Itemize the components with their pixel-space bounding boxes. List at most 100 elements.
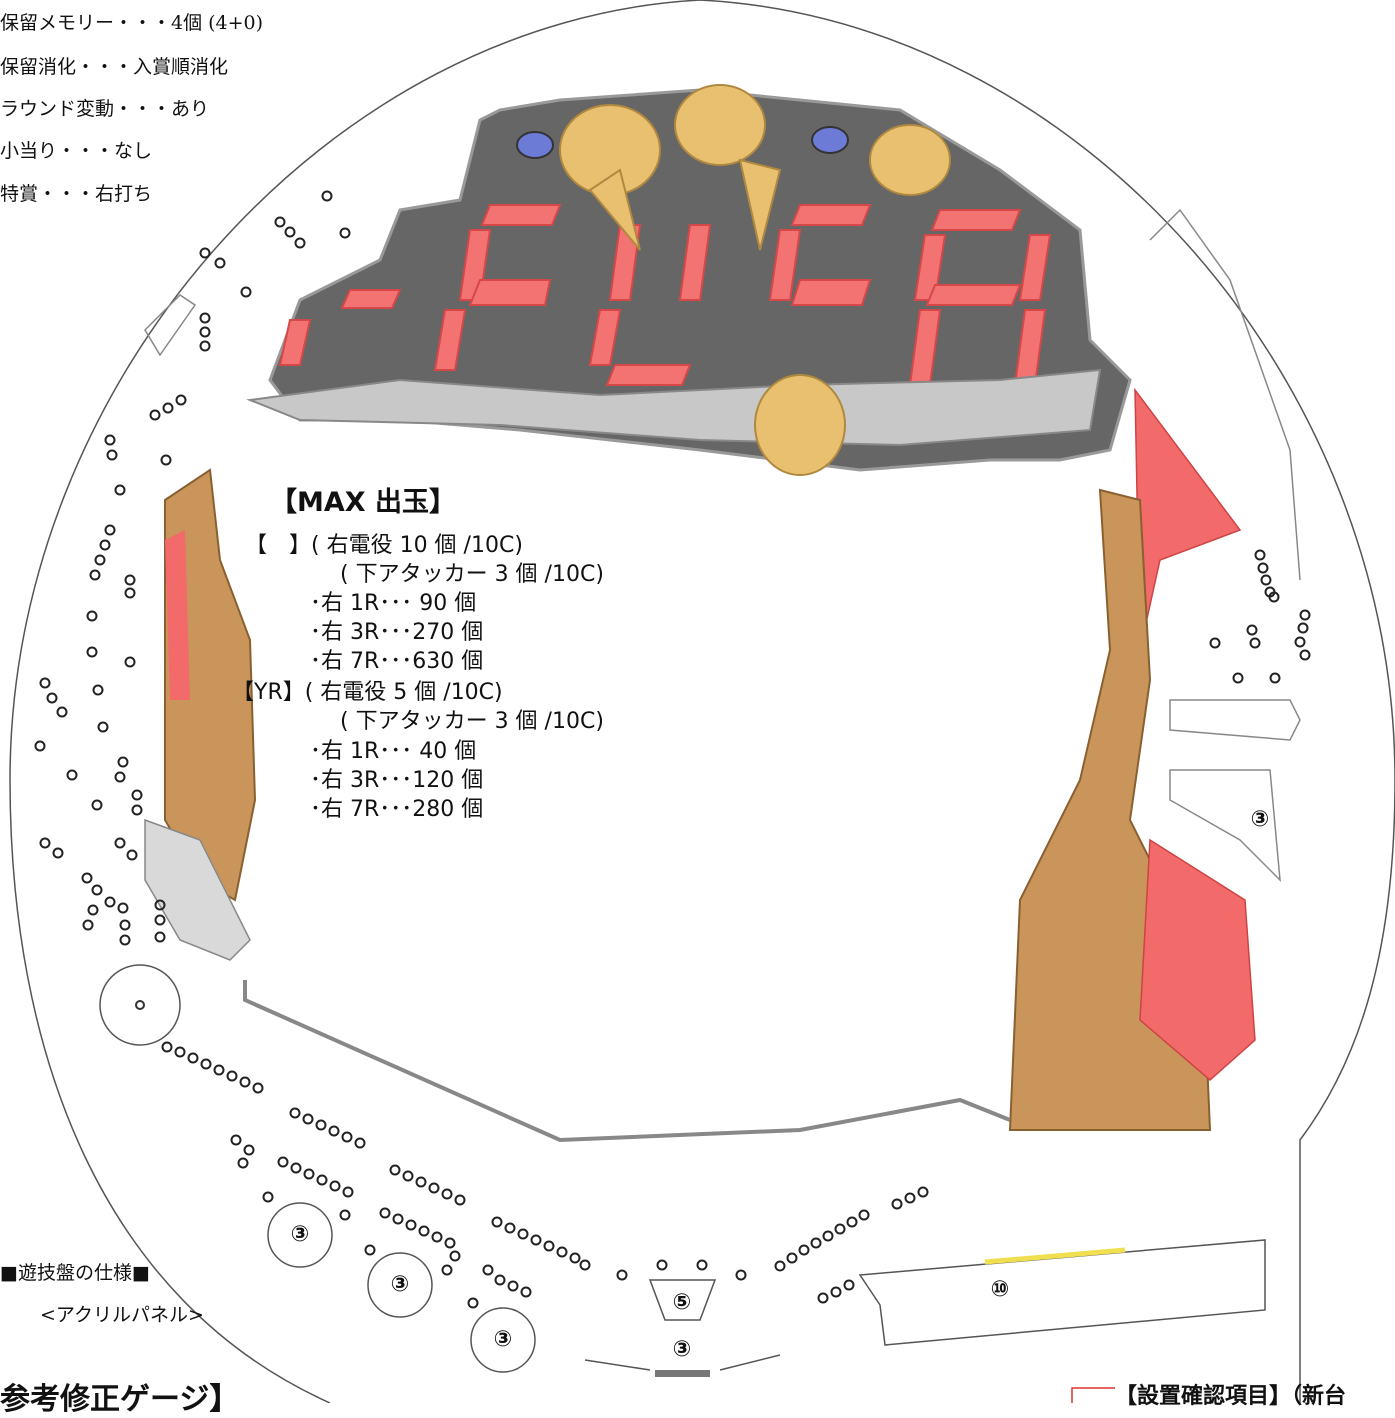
nail [1299, 609, 1311, 621]
nail [302, 1113, 314, 1125]
nail [131, 804, 143, 816]
right-red-panel-bottom [1139, 838, 1256, 1081]
nail [431, 1231, 443, 1243]
install-check-leader [1071, 1387, 1115, 1403]
nail [441, 1188, 453, 1200]
nail [1299, 649, 1311, 661]
nail [149, 409, 161, 421]
nail [315, 1119, 327, 1131]
nail [240, 286, 252, 298]
nail [87, 904, 99, 916]
nail [392, 1213, 404, 1225]
nail [104, 524, 116, 536]
nail [834, 1223, 846, 1235]
nail [449, 1250, 461, 1262]
nail [491, 1216, 503, 1228]
nail [798, 1244, 810, 1256]
nail [405, 1219, 417, 1231]
gold-claws [559, 84, 951, 476]
bottom-out-hole [655, 1370, 710, 1377]
nail [364, 1244, 376, 1256]
guide-rail [243, 980, 1011, 1143]
nail [339, 227, 351, 239]
pocket-circle-c [470, 1307, 536, 1373]
nail [843, 1279, 855, 1291]
max-line-3: ･右 1R･･･ 90 個 [310, 591, 477, 616]
nail [131, 789, 143, 801]
nail [328, 1125, 340, 1137]
nail [124, 587, 136, 599]
nail [154, 899, 166, 911]
nail [99, 539, 111, 551]
nail [342, 1186, 354, 1198]
nail [39, 677, 51, 689]
max-line-10: ･右 7R･･･280 個 [310, 797, 484, 822]
max-line-5: ･右 7R･･･630 個 [310, 649, 484, 674]
nail [1260, 574, 1272, 586]
pocket-label-out: ③ [672, 1337, 692, 1362]
spec-hold-consumption: 保留消化・・・入賞順消化 [0, 56, 229, 78]
left-red-panel [165, 530, 190, 700]
nail [402, 1170, 414, 1182]
nail [174, 1046, 186, 1058]
nail [56, 706, 68, 718]
windmill [99, 964, 181, 1046]
board-spec-heading: ■遊技盤の仕様■ [0, 1262, 150, 1284]
max-line-9: ･右 3R･･･120 個 [310, 768, 484, 793]
nail [444, 1237, 456, 1249]
nail [226, 1070, 238, 1082]
nail [774, 1260, 786, 1272]
nail [858, 1209, 870, 1221]
nail [379, 1207, 391, 1219]
nail [289, 1107, 301, 1119]
nail [846, 1216, 858, 1228]
acrylic-panel-label: <アクリルパネル> [40, 1304, 204, 1326]
nail [303, 1168, 315, 1180]
right-gate-1 [1169, 699, 1301, 741]
nail [46, 692, 58, 704]
nail [91, 884, 103, 896]
nail [162, 402, 174, 414]
nail [52, 847, 64, 859]
nail [274, 216, 286, 228]
nail [91, 799, 103, 811]
bottom-flippers [584, 1354, 781, 1371]
nail [441, 1264, 453, 1276]
nail [81, 872, 93, 884]
nail [418, 1225, 430, 1237]
nail [199, 247, 211, 259]
nail [1209, 637, 1221, 649]
nail [199, 340, 211, 352]
nail [214, 257, 226, 269]
install-check-heading: 【設置確認項目】（新台 [1115, 1384, 1347, 1409]
nail [735, 1269, 747, 1281]
right-rail [1149, 208, 1301, 581]
nail [284, 226, 296, 238]
nail [415, 1176, 427, 1188]
silver-bar [246, 368, 1102, 447]
nail [1294, 636, 1306, 648]
nail [199, 312, 211, 324]
nail [294, 237, 306, 249]
left-lane [144, 294, 197, 357]
spec-small-hit: 小当り・・・なし [0, 140, 153, 162]
right-gate-2 [1169, 769, 1281, 882]
nail [1257, 562, 1269, 574]
nail [569, 1252, 581, 1264]
nail [917, 1186, 929, 1198]
spec-hold-memory: 保留メモリー・・・4個 (4+0) [0, 12, 264, 34]
pocket-label-right: ③ [1250, 807, 1270, 832]
nail [82, 919, 94, 931]
nail [454, 1194, 466, 1206]
max-payout-title: 【MAX 出玉】 [270, 487, 456, 518]
blue-eyes [516, 126, 849, 159]
nail [389, 1164, 401, 1176]
nail [86, 646, 98, 658]
left-gray-panel [144, 818, 251, 961]
nail [354, 1137, 366, 1149]
pocket-circle-b [367, 1252, 433, 1318]
nail [262, 1191, 274, 1203]
nail [696, 1259, 708, 1271]
nail [154, 914, 166, 926]
